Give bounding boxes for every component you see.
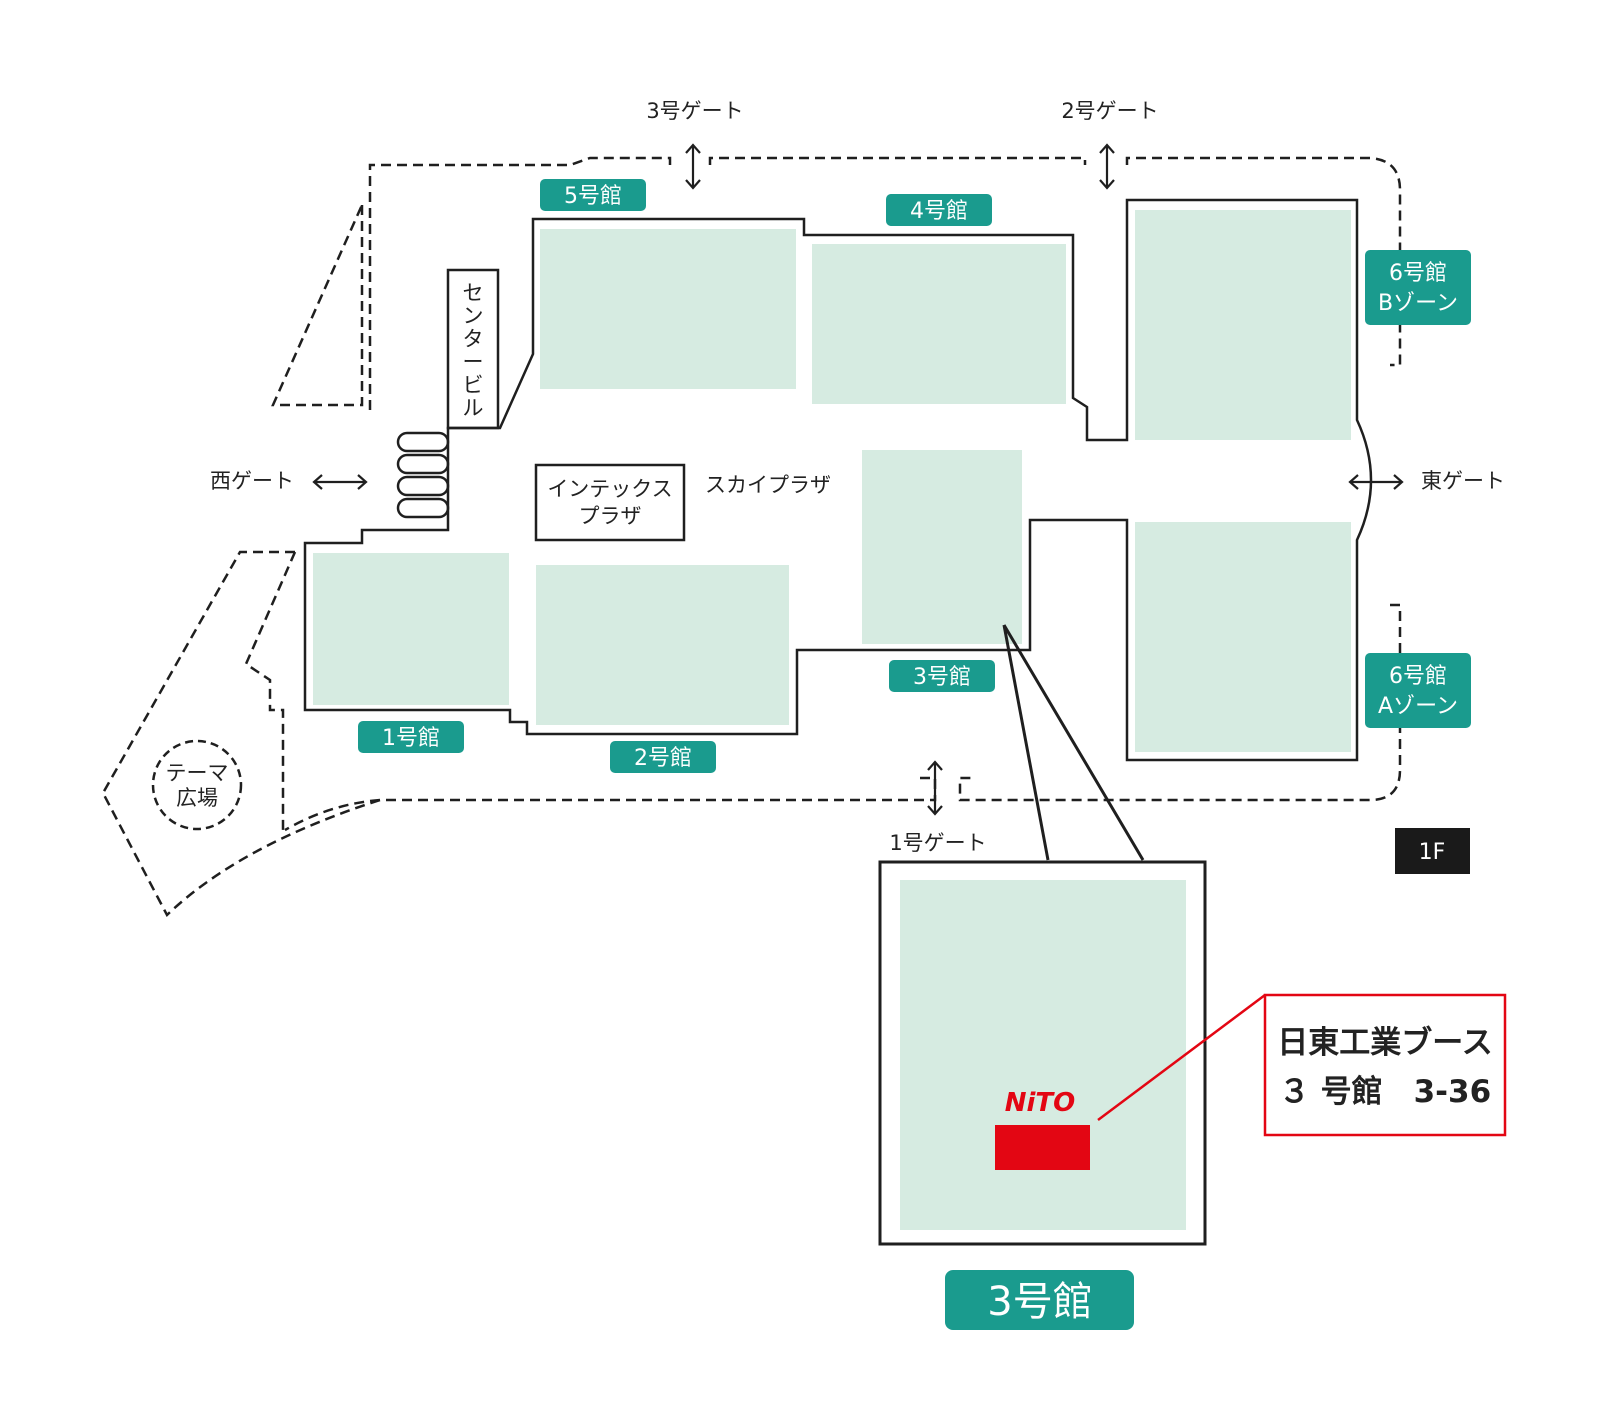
hall6a-area	[1135, 522, 1351, 752]
hall3-detail-area	[900, 880, 1186, 1230]
hall6b-label-line2: Bゾーン	[1378, 291, 1458, 316]
hall4-label-text: 4号館	[910, 199, 968, 224]
gate1-label: 1号ゲート	[889, 831, 986, 855]
hall5-area	[540, 229, 796, 389]
hall4-label[interactable]: 4号館	[886, 194, 992, 226]
theme-plaza-label-line2: 広場	[176, 786, 218, 810]
nito-logo: NiTO	[1005, 1088, 1076, 1118]
booth-location: ３ 号館 3-36	[1279, 1074, 1491, 1110]
hall6a-label-line1: 6号館	[1389, 664, 1447, 689]
hall6b-label-line1: 6号館	[1389, 261, 1447, 286]
intex-plaza-label-line1: インテックス	[547, 477, 672, 501]
hall6a-label[interactable]: 6号館 Aゾーン	[1365, 653, 1471, 728]
svg-text:ン: ン	[463, 304, 484, 328]
center-building	[446, 268, 500, 430]
svg-text:3号館: 3号館	[987, 1279, 1092, 1325]
hall3-label-text: 3号館	[913, 665, 971, 690]
theme-plaza-label-line1: テーマ	[166, 761, 229, 785]
detail-callout-pointer	[1002, 624, 1145, 861]
svg-text:タ: タ	[463, 327, 484, 351]
svg-text:ル: ル	[463, 396, 484, 420]
hall4-area	[812, 244, 1066, 404]
floor-badge: 1F	[1395, 828, 1470, 874]
theme-plaza-circle	[151, 739, 243, 831]
detail-hall3-label[interactable]: 3号館	[945, 1270, 1134, 1330]
hall5-label-text: 5号館	[564, 184, 622, 209]
intex-plaza-label-line2: プラザ	[579, 504, 642, 528]
intex-plaza-box	[534, 463, 686, 542]
svg-text:1F: 1F	[1419, 840, 1446, 865]
hall5-label[interactable]: 5号館	[540, 179, 646, 211]
booth-leader-line	[1097, 993, 1266, 1122]
svg-text:ビ: ビ	[463, 373, 484, 397]
hall6a-label-line2: Aゾーン	[1378, 694, 1458, 719]
site-boundary-dashed	[101, 156, 1402, 918]
hall2-label[interactable]: 2号館	[610, 741, 716, 773]
nito-booth[interactable]	[995, 1125, 1090, 1170]
gate2-label: 2号ゲート	[1061, 99, 1158, 123]
hall-areas	[313, 210, 1351, 752]
booth-info-box	[1263, 993, 1507, 1137]
hall1-label[interactable]: 1号館	[358, 721, 464, 753]
hall3-label[interactable]: 3号館	[889, 660, 995, 692]
svg-text:ー: ー	[463, 350, 484, 374]
east-gate-label: 東ゲート	[1421, 469, 1505, 493]
hall6b-label[interactable]: 6号館 Bゾーン	[1365, 250, 1471, 325]
west-gate-label: 西ゲート	[210, 469, 294, 493]
sky-plaza-label: スカイプラザ	[705, 473, 831, 497]
svg-text:セ: セ	[463, 281, 484, 305]
hall1-label-text: 1号館	[382, 726, 440, 751]
center-building-label: セ ン タ ー ビ ル	[463, 281, 484, 420]
gate3-label: 3号ゲート	[646, 99, 743, 123]
hall2-area	[536, 565, 789, 725]
hall6b-area	[1135, 210, 1351, 440]
hall3-area	[862, 450, 1022, 644]
exhibition-building-outline	[303, 198, 1373, 762]
gate-arrows	[312, 143, 1404, 816]
hall2-label-text: 2号館	[634, 746, 692, 771]
booth-title: 日東工業ブース	[1277, 1025, 1492, 1061]
hall1-area	[313, 553, 509, 705]
